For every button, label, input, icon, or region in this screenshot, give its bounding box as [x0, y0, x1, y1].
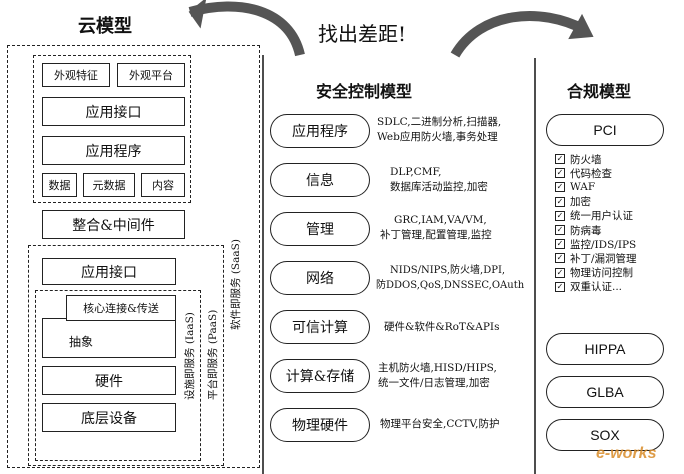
cloud-model-title: 云模型 — [78, 16, 132, 37]
checklist-item: ✓物理访问控制 — [555, 267, 633, 280]
sec-trusted-pill: 可信计算 — [270, 310, 370, 344]
sec-app-desc: SDLC,二进制分析,扫描器,Web应用防火墙,事务处理 — [377, 116, 502, 143]
compliance-model-title: 合规模型 — [567, 82, 632, 101]
checkbox-checked-icon: ✓ — [555, 281, 565, 292]
checkbox-checked-icon: ✓ — [555, 225, 565, 236]
cloud-data: 数据 — [42, 173, 77, 197]
iaas-dashed — [35, 290, 201, 461]
hippa-pill: HIPPA — [546, 333, 664, 365]
checkbox-checked-icon: ✓ — [555, 239, 565, 250]
cloud-core-connect-overlay: 核心连接&传送 — [66, 295, 176, 321]
sec-compute-desc: 主机防火墙,HISD/HIPS,统一文件/日志管理,加密 — [378, 362, 497, 389]
checkbox-checked-icon: ✓ — [555, 196, 565, 207]
checkbox-checked-icon: ✓ — [555, 267, 565, 278]
checklist-item: ✓双重认证... — [555, 281, 623, 294]
pci-checklist: ✓防火墙 ✓代码检查 ✓WAF ✓加密 ✓统一用户认证 ✓防病毒 ✓监控/IDS… — [555, 152, 637, 294]
checkbox-checked-icon: ✓ — [555, 253, 565, 264]
pci-pill: PCI — [546, 114, 664, 146]
sox-pill: SOX — [546, 419, 664, 451]
cloud-infrastructure: 底层设备 — [42, 403, 176, 432]
sec-network-pill: 网络 — [270, 261, 370, 295]
sec-info-desc: DLP,CMF,数据库活动监控,加密 — [390, 166, 488, 193]
cloud-top-platform: 外观平台 — [117, 63, 185, 87]
sec-network-desc: NIDS/NIPS,防火墙,DPI,防DDOS,QoS,DNSSEC,OAuth — [376, 265, 525, 291]
e-works-watermark: e-works — [596, 445, 657, 462]
checklist-item: ✓统一用户认证 — [555, 210, 633, 223]
cloud-integration: 整合&中间件 — [42, 210, 185, 239]
paas-label: 平台即服务 (PaaS) — [207, 309, 219, 400]
checkbox-checked-icon: ✓ — [555, 210, 565, 221]
sec-physical-desc: 物理平台安全,CCTV,防护 — [380, 418, 500, 430]
checklist-item: ✓WAF — [555, 181, 596, 194]
sec-mgmt-desc: GRC,IAM,VA/VM,补丁管理,配置管理,监控 — [380, 214, 492, 241]
sec-info-pill: 信息 — [270, 163, 370, 197]
sec-compute-pill: 计算&存储 — [270, 359, 370, 393]
sec-physical-pill: 物理硬件 — [270, 408, 370, 442]
cloud-content: 内容 — [141, 173, 185, 197]
checklist-item: ✓加密 — [555, 196, 591, 209]
cloud-inner-app-interface: 应用接口 — [42, 258, 176, 285]
checklist-item: ✓防火墙 — [555, 153, 602, 166]
headline: 找出差距! — [318, 22, 407, 46]
sec-app-pill: 应用程序 — [270, 114, 370, 148]
paas-dashed — [28, 245, 224, 466]
cloud-outer-dashed — [7, 45, 260, 468]
checkbox-checked-icon: ✓ — [555, 154, 565, 165]
cloud-abstraction: 抽象 — [42, 318, 176, 358]
checklist-item: ✓补丁/漏洞管理 — [555, 252, 637, 265]
checklist-item: ✓代码检查 — [555, 167, 612, 180]
checklist-item: ✓监控/IDS/IPS — [555, 238, 637, 251]
iaas-label: 设施即服务 (IaaS) — [184, 312, 196, 400]
security-model-title: 安全控制模型 — [316, 82, 413, 101]
cloud-app-layer-dashed — [33, 55, 191, 203]
glba-pill: GLBA — [546, 376, 664, 408]
cloud-app-interface: 应用接口 — [42, 97, 185, 126]
cloud-hardware: 硬件 — [42, 366, 176, 395]
sec-mgmt-pill: 管理 — [270, 212, 370, 246]
saas-label: 软件即服务 (SaaS) — [230, 239, 242, 330]
checkbox-checked-icon: ✓ — [555, 182, 565, 193]
cloud-top-appearance: 外观特征 — [42, 63, 110, 87]
checklist-item: ✓防病毒 — [555, 224, 602, 237]
checkbox-checked-icon: ✓ — [555, 168, 565, 179]
cloud-app-program: 应用程序 — [42, 136, 185, 165]
cloud-metadata: 元数据 — [83, 173, 135, 197]
sec-trusted-desc: 硬件&软件&RoT&APIs — [384, 321, 500, 333]
